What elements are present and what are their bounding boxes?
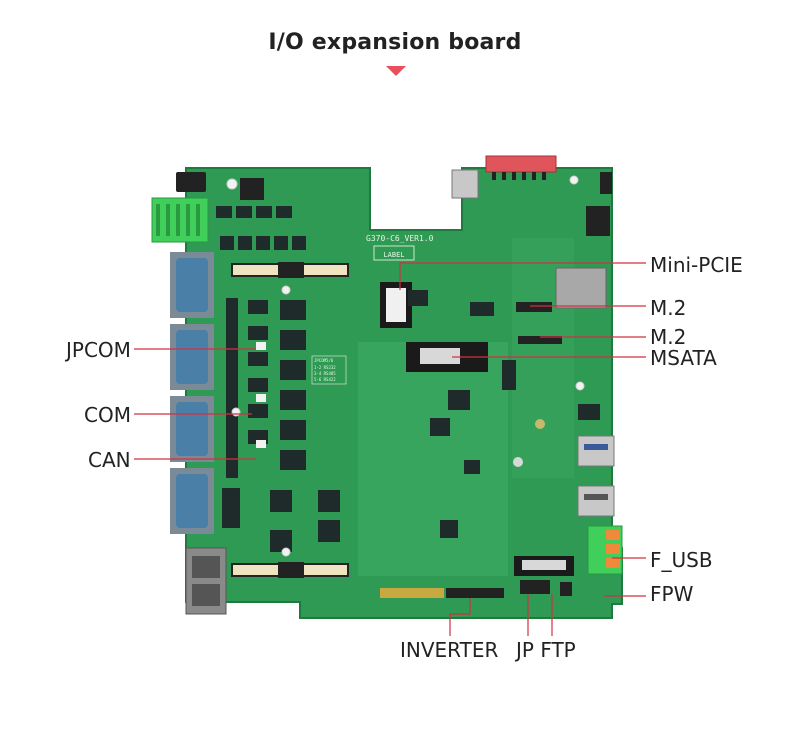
audio-jack-right xyxy=(586,206,610,236)
silkscreen-jpcom-line-1: 1-2 RS232 xyxy=(314,365,336,370)
db9-connector-1 xyxy=(170,252,214,318)
callout-m2-a: M.2 xyxy=(650,296,687,320)
label-sticker xyxy=(373,245,415,261)
pcb-region-center xyxy=(358,342,508,576)
callout-com: COM xyxy=(84,403,131,427)
callout-msata: MSATA xyxy=(650,346,717,370)
ic-top-left xyxy=(240,178,264,200)
page-title: I/O expansion board xyxy=(268,30,522,55)
callout-fpw: FPW xyxy=(650,582,694,606)
silkscreen-jpcom-line-3: 5-6 RS422 xyxy=(314,377,336,382)
audio-jack xyxy=(176,172,206,192)
usb-right-1 xyxy=(577,435,615,467)
callout-line-mini-pcie xyxy=(399,262,646,290)
usb-top xyxy=(451,169,479,199)
usb-right-2 xyxy=(577,485,615,517)
callout-line-inverter xyxy=(449,598,471,636)
silkscreen-version: G370-C6_VER1.0 xyxy=(366,234,434,243)
db9-connector-4 xyxy=(170,468,214,534)
callout-f-usb: F_USB xyxy=(650,548,713,572)
m2-slot-b xyxy=(518,336,562,344)
db9-connector-3 xyxy=(170,396,214,462)
red-header-top xyxy=(485,155,557,173)
silkscreen-jpcom-line-2: 3-4 RS485 xyxy=(314,371,336,376)
title-pointer-triangle xyxy=(386,66,406,76)
silkscreen-jpcom-header: JPCOM5/6 xyxy=(314,358,334,363)
callout-inverter: INVERTER xyxy=(400,638,499,662)
sim-slot xyxy=(555,267,607,309)
m2-slot-a xyxy=(516,302,552,312)
db9-connector-2 xyxy=(170,324,214,390)
silkscreen-label: LABEL xyxy=(383,251,404,259)
callout-can: CAN xyxy=(88,448,131,472)
bottom-pin-header-black xyxy=(446,588,504,598)
callout-jpcom: JPCOM xyxy=(66,338,131,362)
callout-mini-pcie: Mini-PCIE xyxy=(650,253,743,277)
bottom-pin-header-yellow xyxy=(380,588,444,598)
callout-jp-ftp: JP FTP xyxy=(516,638,576,662)
callout-m2-b: M.2 xyxy=(650,325,687,349)
